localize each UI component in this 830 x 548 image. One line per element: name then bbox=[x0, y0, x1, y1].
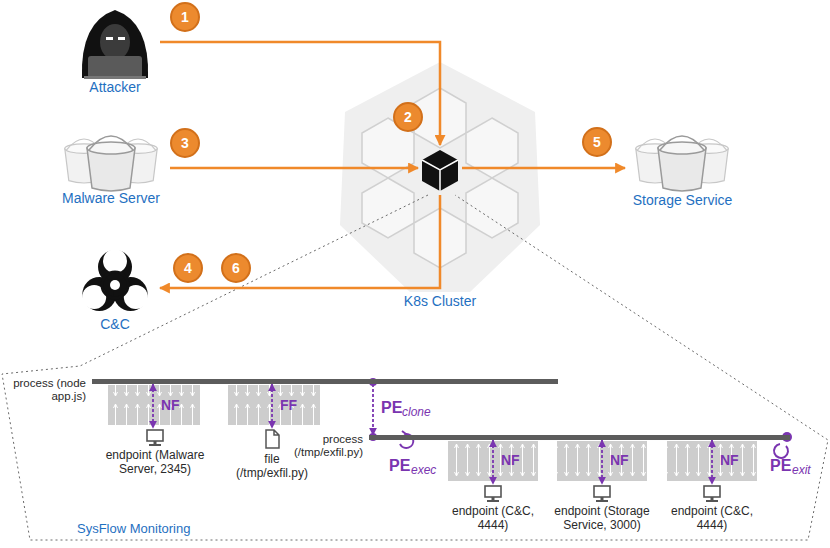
flow-label: NF bbox=[610, 452, 629, 468]
event-label: exit bbox=[792, 463, 811, 477]
process-timeline: process (/tmp/exfil.py) bbox=[369, 435, 790, 440]
callout-number: 6 bbox=[221, 253, 251, 283]
storage-service-icon bbox=[636, 136, 728, 191]
node-label: C&C bbox=[70, 316, 160, 333]
node-label: process (node app.js) bbox=[6, 377, 86, 403]
actor-box: C&C bbox=[70, 250, 160, 336]
flow-connector bbox=[711, 440, 713, 484]
event-label: PE bbox=[770, 457, 791, 475]
callout-number: 2 bbox=[393, 102, 423, 132]
event-label: clone bbox=[402, 405, 431, 419]
flow-label: NF bbox=[501, 452, 520, 468]
node-label: Storage Service bbox=[625, 192, 740, 209]
attacker-icon bbox=[82, 10, 148, 79]
file-icon bbox=[266, 430, 279, 448]
callout-number: 3 bbox=[170, 128, 200, 158]
process-event-markers bbox=[369, 378, 792, 458]
flow-connector bbox=[271, 384, 273, 428]
flow-label: FF bbox=[280, 397, 297, 413]
callout-number: 4 bbox=[173, 253, 203, 283]
endpoint-box: endpoint (C&C, 4444) bbox=[660, 484, 764, 534]
node-label: SysFlow Monitoring bbox=[77, 520, 190, 537]
node-label: Attacker bbox=[70, 79, 160, 96]
monitoring-outline bbox=[2, 195, 828, 540]
attack-arrow bbox=[160, 42, 440, 145]
node-label: K8s Cluster bbox=[404, 293, 476, 310]
flow-boxes bbox=[108, 385, 757, 481]
node-label: endpoint (Storage Service, 3000) bbox=[550, 504, 654, 532]
event-label: exec bbox=[411, 463, 436, 477]
flow-label: NF bbox=[720, 452, 739, 468]
attack-arrow bbox=[170, 167, 418, 170]
node-label: process (/tmp/exfil.py) bbox=[263, 433, 363, 459]
server-box: Storage Service bbox=[625, 130, 740, 212]
flow-label: NF bbox=[161, 397, 180, 413]
server-box: Malware Server bbox=[52, 128, 170, 210]
endpoint-box: endpoint (Storage Service, 3000) bbox=[550, 484, 654, 534]
flow-connector bbox=[492, 440, 494, 484]
flow-connector bbox=[372, 384, 374, 435]
flow-connector bbox=[601, 440, 603, 484]
biohazard-icon bbox=[82, 249, 148, 311]
monitoring-region: SysFlow Monitoring process (node app.js) e… bbox=[8, 366, 828, 542]
node-label: endpoint (Malware Server, 2345) bbox=[90, 448, 220, 476]
node-label: endpoint (C&C, 4444) bbox=[441, 504, 545, 532]
callout-number: 1 bbox=[170, 2, 200, 32]
flow-label: PE bbox=[381, 399, 402, 417]
cluster-box: K8s Cluster bbox=[418, 145, 462, 195]
callout-number: 5 bbox=[582, 127, 612, 157]
flow-connector bbox=[152, 384, 154, 428]
process-timeline: process (node app.js) bbox=[92, 379, 558, 384]
actor-box: Attacker bbox=[70, 5, 160, 101]
attack-arrow bbox=[160, 195, 440, 288]
malware-server-icon bbox=[65, 136, 157, 191]
endpoint-box: endpoint (C&C, 4444) bbox=[441, 484, 545, 534]
node-label: endpoint (C&C, 4444) bbox=[660, 504, 764, 532]
endpoint-box: endpoint (Malware Server, 2345) bbox=[90, 428, 220, 478]
endpoint-icons bbox=[147, 430, 720, 502]
node-label: Malware Server bbox=[52, 190, 170, 207]
pod-cube bbox=[422, 150, 458, 191]
event-label: PE bbox=[389, 457, 410, 475]
attack-arrow bbox=[462, 167, 625, 170]
